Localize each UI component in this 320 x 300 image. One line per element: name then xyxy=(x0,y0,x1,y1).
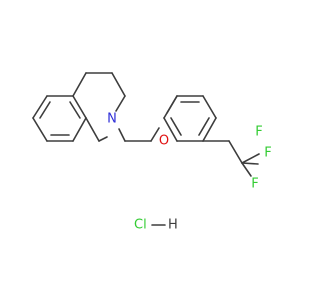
benzo-ring xyxy=(32,95,87,142)
trifluoromethyl-group xyxy=(202,140,260,177)
bond xyxy=(85,117,100,142)
phenyl-ring xyxy=(163,95,217,142)
bond xyxy=(163,95,178,119)
hydrogen-atom: H xyxy=(168,218,178,233)
fluorine-atom-bottom: F xyxy=(251,177,258,192)
chlorine-atom: Cl xyxy=(134,218,147,233)
bond xyxy=(202,95,217,119)
bond xyxy=(98,136,108,142)
bond xyxy=(72,72,87,97)
fluorine-atom-right: F xyxy=(264,146,271,161)
bond xyxy=(118,128,126,142)
nitrogen-atom: N xyxy=(107,112,117,127)
bond xyxy=(72,117,87,142)
fluorine-atom-top: F xyxy=(255,125,262,140)
double-bond-inner xyxy=(198,117,210,136)
bond xyxy=(202,117,217,142)
bond xyxy=(32,117,48,142)
oxygen-atom: O xyxy=(159,134,169,149)
bond xyxy=(163,117,178,142)
piperidine-ring xyxy=(72,72,126,142)
structure-diagram: N O F F F Cl H xyxy=(32,72,272,233)
double-bond-inner xyxy=(170,117,182,136)
bond xyxy=(115,95,126,112)
bond xyxy=(32,95,48,119)
bond xyxy=(150,127,160,142)
hydrochloride-salt: Cl H xyxy=(134,218,178,233)
bond xyxy=(241,153,260,164)
bond xyxy=(241,162,259,165)
bond xyxy=(228,140,243,164)
bond xyxy=(111,72,126,97)
double-bond-inner xyxy=(69,101,81,119)
bond xyxy=(241,162,252,177)
double-bond-inner xyxy=(39,101,51,119)
bond xyxy=(72,95,87,119)
